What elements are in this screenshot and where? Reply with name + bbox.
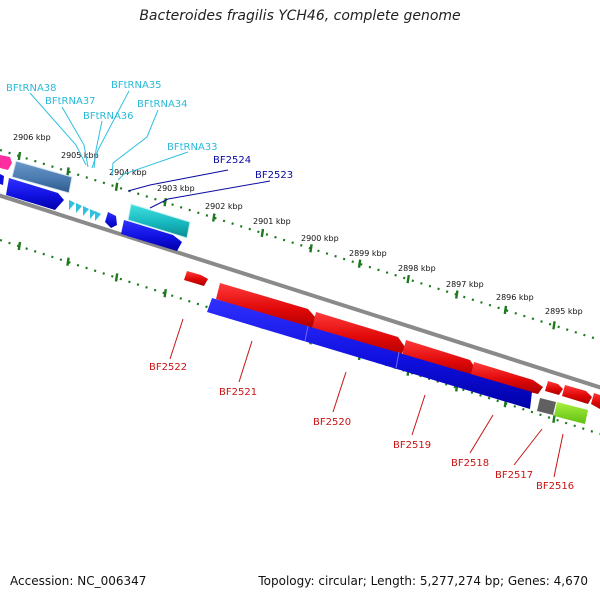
callout-line <box>513 428 543 466</box>
lower-features <box>184 271 600 424</box>
trna-feature <box>83 206 89 216</box>
callout-line <box>91 90 130 169</box>
genome-summary-text: Topology: circular; Length: 5,277,274 bp… <box>258 574 588 588</box>
tick-label: 2895 kbp <box>545 307 583 316</box>
major-tick <box>309 244 313 253</box>
gene-divider <box>304 325 309 342</box>
major-tick <box>66 167 70 176</box>
callout-line <box>469 414 494 454</box>
tick-label: 2903 kbp <box>157 184 195 193</box>
trna-label: BFtRNA33 <box>167 142 218 153</box>
callout-line <box>111 109 159 177</box>
gene-label: BF2523 <box>255 170 293 181</box>
callout-line <box>238 340 253 383</box>
callout-line <box>332 371 347 413</box>
reverse-cds-left <box>6 178 64 210</box>
tick-labels: 2906 kbp 2905 kbp 2904 kbp 2903 kbp 2902… <box>13 133 583 316</box>
major-tick <box>17 151 22 161</box>
map-title: Bacteroides fragilis YCH46, complete gen… <box>139 8 461 24</box>
trna-label: BFtRNA36 <box>83 111 134 122</box>
callout-line <box>553 433 564 478</box>
major-tick <box>552 414 556 424</box>
forward-cds-bf2519 <box>402 340 476 379</box>
major-tick <box>212 213 216 222</box>
gray-feature <box>537 398 556 415</box>
major-tick <box>357 259 362 268</box>
gene-label: BF2520 <box>313 417 351 428</box>
tick-label: 2899 kbp <box>349 249 387 258</box>
lower-callouts <box>169 318 564 478</box>
trna-label: BFtRNA34 <box>137 99 188 110</box>
steel-feature <box>11 160 73 194</box>
major-tick <box>163 197 167 207</box>
major-tick <box>455 290 459 299</box>
trna-label: BFtRNA38 <box>6 83 57 94</box>
upper-callouts <box>29 90 271 209</box>
reverse-cds-edge <box>0 174 4 185</box>
green-feature <box>554 402 588 424</box>
tick-label: 2898 kbp <box>398 264 436 273</box>
callout-line <box>117 151 189 181</box>
callout-line <box>411 394 426 436</box>
callout-line <box>169 318 184 360</box>
tick-label: 2902 kbp <box>205 202 243 211</box>
major-tick <box>66 257 70 266</box>
major-tick <box>552 321 556 330</box>
forward-cds-bf2521 <box>216 283 316 331</box>
forward-cds-bf2517 <box>545 381 563 395</box>
forward-cds-small <box>184 271 208 286</box>
gene-label: BF2519 <box>393 440 431 451</box>
major-tick <box>17 241 22 251</box>
tick-label: 2906 kbp <box>13 133 51 142</box>
lower-labels: BF2522 BF2521 BF2520 BF2519 BF2518 BF251… <box>149 362 574 492</box>
tick-label: 2905 kbp <box>61 151 99 160</box>
callout-line <box>61 106 89 168</box>
callout-line <box>93 120 103 169</box>
major-tick <box>406 274 410 284</box>
reverse-cds-bf2522 <box>207 298 532 409</box>
tick-label: 2897 kbp <box>446 280 484 289</box>
upper-labels: BFtRNA38 BFtRNA37 BFtRNA35 BFtRNA34 BFtR… <box>6 80 293 181</box>
forward-cds-bf2518 <box>470 362 543 394</box>
outer-major-ticks <box>17 151 556 330</box>
gene-label: BF2521 <box>219 387 257 398</box>
gene-label: BF2518 <box>451 458 489 469</box>
gene-label: BF2524 <box>213 155 251 166</box>
callout-line <box>149 180 271 209</box>
trna-label: BFtRNA37 <box>45 96 96 107</box>
major-tick <box>503 305 508 315</box>
forward-cds-edge <box>591 393 600 409</box>
tick-label: 2896 kbp <box>496 293 534 302</box>
pink-feature <box>0 155 12 170</box>
tick-label: 2900 kbp <box>301 234 339 243</box>
gene-divider <box>395 351 400 369</box>
gene-label: BF2522 <box>149 362 187 373</box>
major-tick <box>260 228 265 238</box>
trna-feature <box>95 211 101 221</box>
reverse-cds-bf2523 <box>121 220 182 251</box>
major-tick <box>114 182 119 191</box>
tick-label: 2901 kbp <box>253 217 291 226</box>
trna-feature <box>76 203 82 213</box>
trna-feature <box>90 209 96 219</box>
genome-backbone <box>0 193 600 390</box>
accession-text: Accession: NC_006347 <box>10 574 147 588</box>
forward-cds-bf2516 <box>562 385 592 404</box>
trna-label: BFtRNA35 <box>111 80 162 91</box>
major-tick <box>114 273 119 282</box>
major-tick <box>163 288 167 298</box>
reverse-cds-small <box>105 212 117 228</box>
callout-line <box>29 92 87 166</box>
trna-feature <box>69 200 75 210</box>
forward-cds-bf2520 <box>312 312 405 358</box>
upper-features <box>0 155 191 251</box>
callout-line <box>127 169 229 192</box>
gene-label: BF2517 <box>495 470 533 481</box>
gene-label: BF2516 <box>536 481 574 492</box>
rrna-feature <box>127 203 191 239</box>
